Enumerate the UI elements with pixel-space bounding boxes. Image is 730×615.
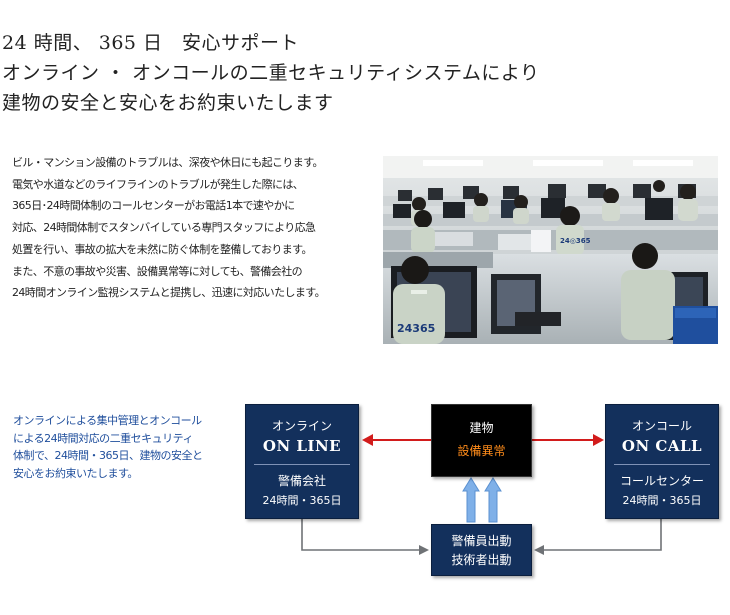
technician-dispatch-label: 技術者出動 [451, 553, 512, 567]
online-company-label: 警備会社 [277, 474, 326, 488]
description-line: 24時間オンライン監視システムと提携し、迅速に対応いたします。 [12, 286, 326, 300]
oncall-kana-label: オンコール [631, 419, 692, 433]
equipment-alert-label: 設備異常 [457, 444, 506, 458]
service-description: ビル・マンション設備のトラブルは、深夜や休日にも起こります。 電気や水道などのラ… [12, 152, 378, 304]
gray-connector-right [543, 519, 662, 551]
call-center-label: コールセンター [619, 474, 704, 488]
headline: 24 時間、 365 日 安心サポート オンライン ・ オンコールの二重セキュリ… [2, 28, 562, 118]
description-line: 電気や水道などのライフラインのトラブルが発生した際には、 [12, 177, 304, 191]
gray-arrowhead-left [419, 545, 429, 555]
building-label: 建物 [469, 421, 494, 435]
summary-line: オンラインによる集中管理とオンコール [13, 414, 202, 427]
blue-up-arrow-1 [462, 477, 480, 523]
dispatch-box: 警備員出動 技術者出動 [431, 524, 532, 576]
oncall-hours-label: 24時間・365日 [622, 494, 702, 507]
online-hours-label: 24時間・365日 [262, 494, 342, 507]
shirt-logo: 24◎365 [560, 237, 591, 245]
online-kana-label: オンライン [271, 419, 332, 433]
description-line: 365日･24時間体制のコールセンターがお電話1本で速やかに [12, 199, 295, 213]
summary-line: 安心をお約束いたします。 [13, 466, 138, 480]
oncall-english-label: ON CALL [621, 437, 703, 455]
description-line: ビル・マンション設備のトラブルは、深夜や休日にも起こります。 [12, 156, 324, 169]
online-security-box: オンライン ON LINE 警備会社 24時間・365日 [245, 404, 359, 519]
photo-logo: 24365 [397, 322, 435, 335]
online-english-label: ON LINE [262, 437, 342, 455]
oncall-center-box: オンコール ON CALL コールセンター 24時間・365日 [605, 404, 719, 519]
headline-line-2: オンライン ・ オンコールの二重セキュリティシステムにより [2, 62, 540, 84]
summary-line: 体制で、24時間・365日、建物の安全と [13, 449, 203, 462]
oncall-divider [614, 464, 710, 465]
gray-connector-left [301, 519, 420, 551]
building-alert-box: 建物 設備異常 [431, 404, 532, 477]
call-center-photo: 24◎365 24365 [383, 156, 718, 344]
description-line: 対応、24時間体制でスタンバイしている専門スタッフにより応急 [12, 221, 316, 235]
online-divider [254, 464, 350, 465]
blue-up-arrow-2 [484, 477, 502, 523]
red-arrowhead-left [362, 434, 373, 446]
summary-line: による24時間対応の二重セキュリティ [13, 431, 194, 445]
gray-arrowhead-right [534, 545, 544, 555]
red-arrowhead-right [593, 434, 604, 446]
summary-text: オンラインによる集中管理とオンコール による24時間対応の二重セキュリティ 体制… [13, 412, 233, 482]
guard-dispatch-label: 警備員出動 [451, 534, 512, 548]
description-line: 処置を行い、事故の拡大を未然に防ぐ体制を整備しております。 [12, 242, 312, 256]
headline-line-1: 24 時間、 365 日 安心サポート [2, 32, 300, 54]
headline-line-3: 建物の安全と安心をお約束いたします [2, 92, 334, 114]
description-line: また、不意の事故や災害、設備異常等に対しても、警備会社の [12, 264, 303, 278]
call-center-scene: 24◎365 24365 [383, 156, 718, 344]
